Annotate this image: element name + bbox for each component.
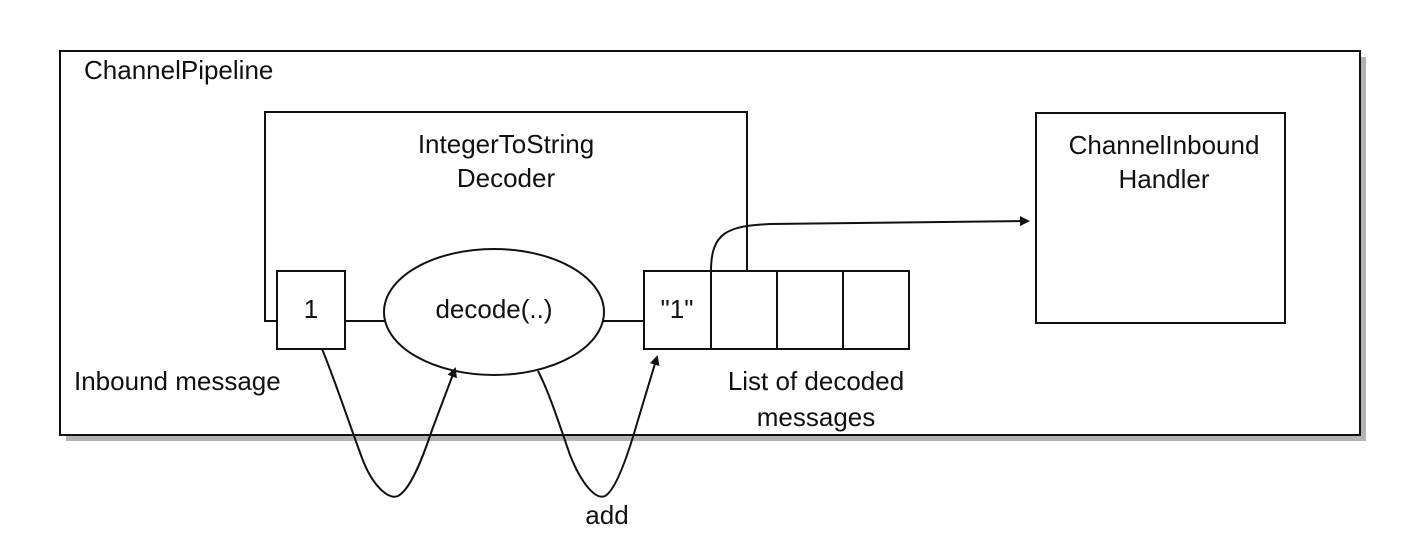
inbound-message-cell bbox=[276, 270, 346, 350]
inbound-message: 1 Inbound message bbox=[74, 270, 346, 396]
handler-title-line2: Handler bbox=[1118, 164, 1209, 194]
decoder-title-line1: IntegerToString bbox=[418, 129, 594, 159]
decoded-list-cell bbox=[710, 270, 778, 350]
add-label: add bbox=[585, 500, 628, 530]
decode-method-label: decode(..) bbox=[435, 294, 552, 324]
decode-to-list-curve-arrow bbox=[537, 355, 660, 498]
inbound-to-decode-curve-arrow bbox=[321, 348, 457, 498]
pipeline-title: ChannelPipeline bbox=[84, 55, 273, 85]
decode-ellipse bbox=[383, 248, 605, 376]
list-to-handler-arrow bbox=[710, 216, 1030, 272]
decoded-list-cell bbox=[842, 270, 910, 350]
decode-method: decode(..) bbox=[383, 248, 605, 376]
decoded-list-label-line1: List of decoded bbox=[728, 366, 904, 396]
decoded-messages-list: "1" List of decoded messages bbox=[643, 270, 910, 432]
decoded-list-cell bbox=[643, 270, 712, 350]
decoded-list-first-value: "1" bbox=[661, 294, 694, 324]
handler-frame bbox=[1035, 112, 1286, 324]
handler-title-line1: ChannelInbound bbox=[1069, 130, 1260, 160]
inbound-message-label: Inbound message bbox=[74, 366, 281, 396]
inbound-message-value: 1 bbox=[304, 294, 318, 324]
decoded-list-cell bbox=[776, 270, 844, 350]
inbound-handler-box: ChannelInbound Handler bbox=[1035, 112, 1286, 324]
decoder-box: IntegerToString Decoder bbox=[264, 111, 748, 322]
decoded-list-label-line2: messages bbox=[757, 402, 876, 432]
decoder-title-line2: Decoder bbox=[457, 163, 556, 193]
